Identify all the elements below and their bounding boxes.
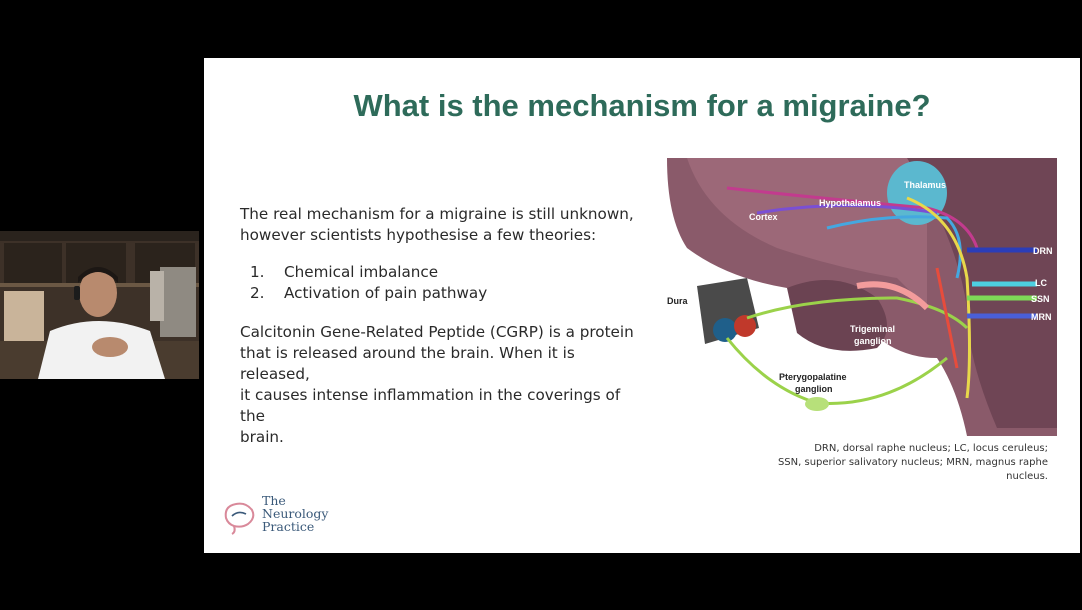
migraine-pathway-diagram: Thalamus Hypothalamus Cortex DRN LC SSN … — [667, 158, 1057, 436]
caption-line: SSN, superior salivatory nucleus; MRN, m… — [777, 457, 1048, 468]
list-text: Activation of pain pathway — [284, 284, 488, 302]
list-number: 1. — [250, 263, 265, 281]
logo-text: The Neurology Practice — [262, 494, 328, 533]
vessel-shape — [734, 315, 756, 337]
pathway-line — [756, 204, 938, 215]
slide-body: The real mechanism for a migraine is sti… — [240, 204, 640, 448]
cgrp-line: it causes intense inflammation in the co… — [240, 386, 621, 425]
label-trigeminal: Trigeminal — [850, 324, 895, 334]
label-pterygopalatine: ganglion — [795, 384, 833, 394]
logo-line: The — [262, 493, 286, 508]
diagram-caption: DRN, dorsal raphe nucleus; LC, locus cer… — [724, 442, 1048, 484]
cgrp-line: brain. — [240, 428, 284, 446]
cgrp-line: Calcitonin Gene-Related Peptide (CGRP) i… — [240, 323, 634, 341]
label-mrn: MRN — [1031, 312, 1052, 322]
label-pterygopalatine: Pterygopalatine — [779, 372, 847, 382]
label-trigeminal: ganglion — [854, 336, 892, 346]
list-item: 2. Activation of pain pathway — [240, 283, 640, 304]
presenter-video — [0, 231, 199, 379]
trigeminal-shape — [856, 281, 930, 311]
cgrp-line: that is released around the brain. When … — [240, 344, 575, 383]
caption-line: DRN, dorsal raphe nucleus; LC, locus cer… — [814, 443, 1048, 454]
label-cortex: Cortex — [749, 212, 778, 222]
ptery-ganglion-shape — [805, 397, 829, 411]
theory-list: 1. Chemical imbalance 2. Activation of p… — [240, 262, 640, 304]
label-hypothalamus: Hypothalamus — [819, 198, 881, 208]
slide-title: What is the mechanism for a migraine? — [353, 88, 931, 123]
label-ssn: SSN — [1031, 294, 1050, 304]
neurology-practice-logo: The Neurology Practice — [222, 494, 352, 538]
pathway-line — [746, 296, 969, 330]
brain-logo-icon — [224, 502, 255, 535]
brain-illustration: Thalamus Hypothalamus Cortex DRN LC SSN … — [667, 158, 1057, 436]
label-dura: Dura — [667, 296, 688, 306]
logo-line: Neurology — [262, 506, 329, 521]
webcam-video-tile[interactable] — [0, 231, 199, 379]
label-thalamus: Thalamus — [904, 180, 946, 190]
presentation-slide: What is the mechanism for a migraine? Th… — [204, 58, 1080, 553]
pathway-line — [906, 196, 971, 399]
vessel-shape — [713, 318, 737, 342]
label-drn: DRN — [1033, 246, 1053, 256]
pathway-line — [726, 186, 979, 249]
pathway-line — [935, 267, 959, 369]
label-lc: LC — [1035, 278, 1047, 288]
caption-line: nucleus. — [1006, 471, 1048, 482]
list-number: 2. — [250, 284, 265, 302]
intro-line: however scientists hypothesise a few the… — [240, 226, 597, 244]
intro-line: The real mechanism for a migraine is sti… — [240, 205, 634, 223]
logo-line: Practice — [262, 519, 315, 534]
list-item: 1. Chemical imbalance — [240, 262, 640, 283]
cortex-region — [687, 158, 927, 308]
list-text: Chemical imbalance — [284, 263, 439, 281]
